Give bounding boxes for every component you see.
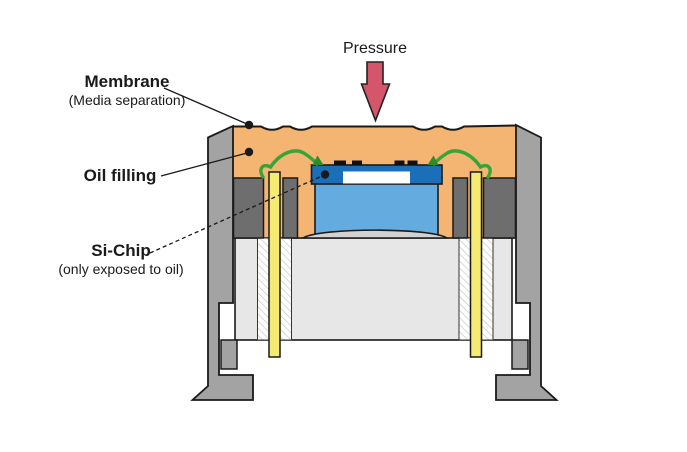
left-bond-wire bbox=[259, 149, 319, 179]
sichip-label-group: Si-Chip (only exposed to oil) bbox=[58, 241, 184, 278]
oil-filling-label-group: Oil filling bbox=[83, 166, 157, 185]
pressure-label: Pressure bbox=[342, 40, 408, 57]
chip-glass-pedestal bbox=[314, 182, 439, 237]
sichip-label: Si-Chip bbox=[91, 241, 151, 260]
bond-pads bbox=[334, 160, 418, 165]
oil-dot bbox=[244, 147, 254, 157]
oil-leader-line bbox=[160, 152, 248, 177]
membrane-label-group: Membrane (Media separation) bbox=[68, 72, 186, 109]
right-wire-foot bbox=[427, 155, 439, 165]
right-step-block bbox=[511, 339, 529, 370]
membrane-label: Membrane bbox=[84, 72, 170, 91]
si-chip-assembly bbox=[300, 160, 450, 239]
membrane-sublabel: (Media separation) bbox=[68, 92, 186, 109]
header-blocks bbox=[232, 177, 517, 239]
chip-cavity bbox=[343, 171, 410, 184]
left-step-block bbox=[220, 339, 238, 370]
membrane-leader-line bbox=[163, 87, 248, 125]
left-pin bbox=[268, 171, 281, 358]
bond-wires bbox=[259, 149, 492, 179]
pressure-arrow-icon bbox=[360, 61, 391, 123]
sichip-leader-line bbox=[149, 175, 323, 254]
oil-filling-label: Oil filling bbox=[83, 166, 157, 185]
housing-right-wall bbox=[495, 123, 559, 401]
left-wire-foot bbox=[312, 155, 324, 165]
leader-lines bbox=[149, 87, 323, 254]
sichip-sublabel: (only exposed to oil) bbox=[58, 261, 184, 278]
base-mound bbox=[300, 229, 450, 239]
right-pin bbox=[469, 171, 483, 358]
sichip-dot bbox=[320, 170, 330, 179]
right-bond-wire bbox=[432, 149, 492, 179]
leader-dots bbox=[244, 120, 330, 179]
housing-left-wall bbox=[190, 124, 254, 401]
membrane-surface bbox=[232, 124, 517, 131]
membrane-dot bbox=[244, 120, 254, 130]
